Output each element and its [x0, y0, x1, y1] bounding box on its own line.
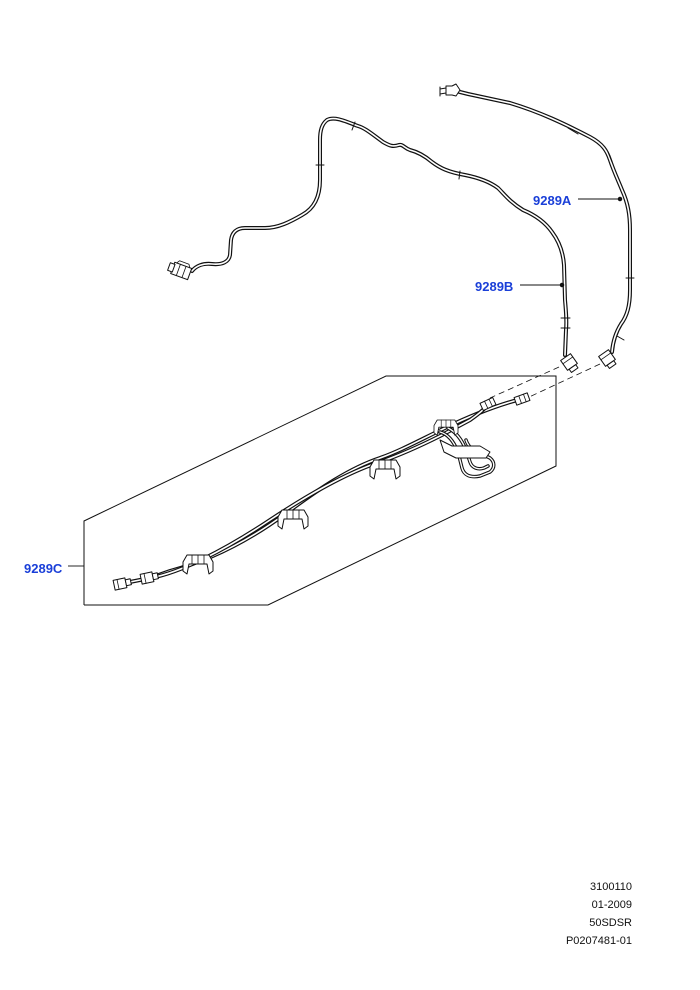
- pipe-9289a: [439, 83, 635, 369]
- reference-date: 01-2009: [591, 899, 632, 911]
- leader-lines: [68, 196, 623, 567]
- reference-number: 3100110: [589, 881, 632, 893]
- callout-9289b[interactable]: 9289B: [475, 279, 514, 294]
- reference-illustration-id: P0207481-01: [565, 935, 632, 947]
- connection-lines: [489, 363, 601, 399]
- pipe-assembly-9289c: [112, 392, 531, 591]
- callout-9289a[interactable]: 9289A: [533, 193, 572, 208]
- drawing-reference-block: 3100110 01-2009 50SDSR P0207481-01: [566, 878, 632, 950]
- detail-frame-9289c: [83, 375, 557, 606]
- pipe-9289b: [167, 116, 579, 373]
- reference-code: 50SDSR: [589, 917, 632, 929]
- callout-9289c[interactable]: 9289C: [24, 561, 63, 576]
